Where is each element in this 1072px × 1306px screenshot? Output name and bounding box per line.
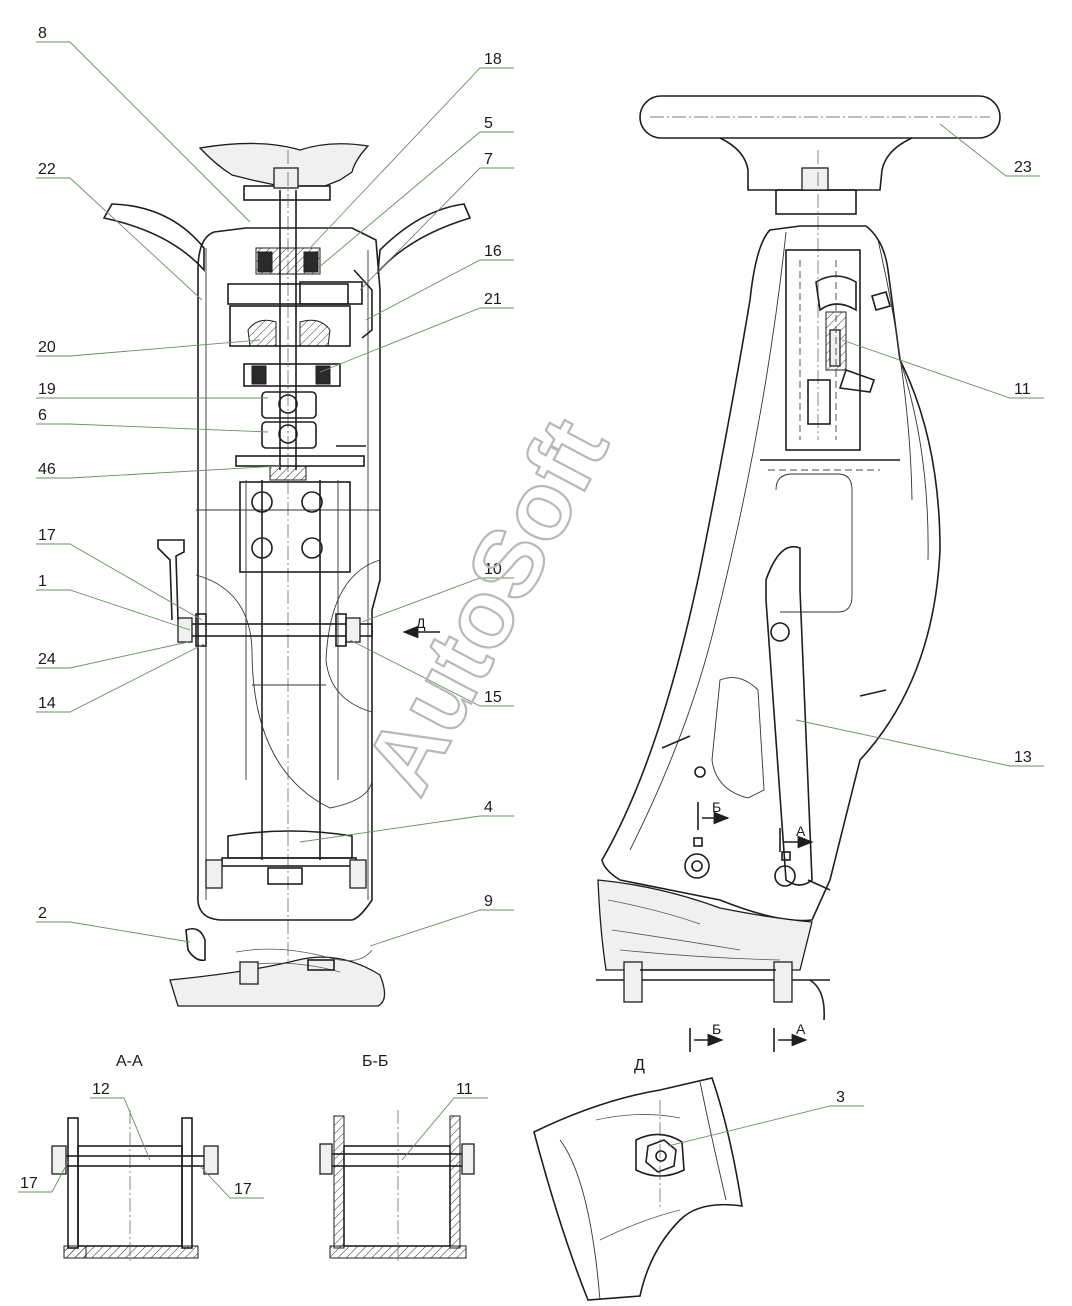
gear (269, 465, 307, 481)
label-2: 2 (38, 905, 47, 922)
section-bb (319, 1110, 475, 1262)
label-1: 1 (38, 573, 47, 590)
cardan-joint-lower (261, 421, 317, 449)
label-14: 14 (38, 695, 56, 712)
label-7: 7 (484, 151, 493, 168)
bb-pin (325, 1153, 467, 1167)
label-20: 20 (38, 339, 56, 356)
section-mark-a-bottom: А (796, 1021, 806, 1037)
section-title-bb: Б-Б (362, 1053, 388, 1070)
label-46: 46 (38, 461, 56, 478)
section-mark-b: Б (712, 799, 721, 815)
lower-bearing (243, 363, 341, 387)
tilt-lever-arm (765, 545, 813, 886)
top-nut (273, 167, 299, 189)
section-mark-b-bottom: Б (712, 1021, 721, 1037)
bracket (247, 319, 277, 347)
steering-wheel-rim (639, 95, 1001, 139)
steering-wheel-hub (198, 142, 370, 187)
section-mark-a: А (796, 823, 806, 839)
view-title-d: Д (634, 1057, 645, 1074)
section-title-aa: А-А (116, 1053, 143, 1070)
column-casing (601, 225, 941, 922)
pivot-axle (181, 623, 373, 637)
side-mechanism (785, 249, 861, 451)
label-11-side: 11 (1014, 381, 1031, 398)
floor-wood (169, 956, 386, 1007)
cross-member (227, 830, 353, 859)
steering-mechanism (239, 481, 351, 573)
right-pedal (376, 203, 472, 275)
label-15: 15 (484, 689, 502, 706)
label-3: 3 (836, 1089, 845, 1106)
leader-lines (18, 41, 1044, 1199)
label-9: 9 (484, 893, 493, 910)
label-17-aa-left: 17 (20, 1175, 38, 1192)
watermark: AutoSoft (344, 402, 629, 810)
label-17-front: 17 (38, 527, 56, 544)
tilt-lever (157, 539, 185, 621)
label-23: 23 (1014, 159, 1032, 176)
column-housing (197, 227, 381, 921)
side-top-nut (801, 167, 829, 191)
label-13: 13 (1014, 749, 1032, 766)
front-view (102, 142, 472, 1007)
view-d-nut (645, 1139, 677, 1173)
label-24: 24 (38, 651, 56, 668)
side-floor-wood (597, 879, 813, 971)
label-16: 16 (484, 243, 502, 260)
label-11-bb: 11 (456, 1081, 473, 1098)
label-21: 21 (484, 291, 502, 308)
left-pedal (102, 203, 205, 273)
label-19: 19 (38, 381, 56, 398)
view-d (533, 1077, 743, 1301)
label-18: 18 (484, 51, 502, 68)
cardan-joint-upper (261, 391, 317, 419)
label-12: 12 (92, 1081, 110, 1098)
view-d-outline (533, 1077, 743, 1301)
label-22: 22 (38, 161, 56, 178)
label-6: 6 (38, 407, 47, 424)
label-5: 5 (484, 115, 493, 132)
label-17-aa-right: 17 (234, 1181, 252, 1198)
side-view (596, 95, 1001, 1052)
section-aa (51, 1110, 219, 1262)
label-8: 8 (38, 25, 47, 42)
label-4: 4 (484, 799, 493, 816)
view-mark-d: Д (416, 615, 426, 631)
cutaway-profile (195, 574, 373, 809)
label-10: 10 (484, 561, 502, 578)
part-numbers: 8 18 5 7 22 16 21 20 19 6 46 17 1 10 24 … (20, 25, 1032, 1198)
